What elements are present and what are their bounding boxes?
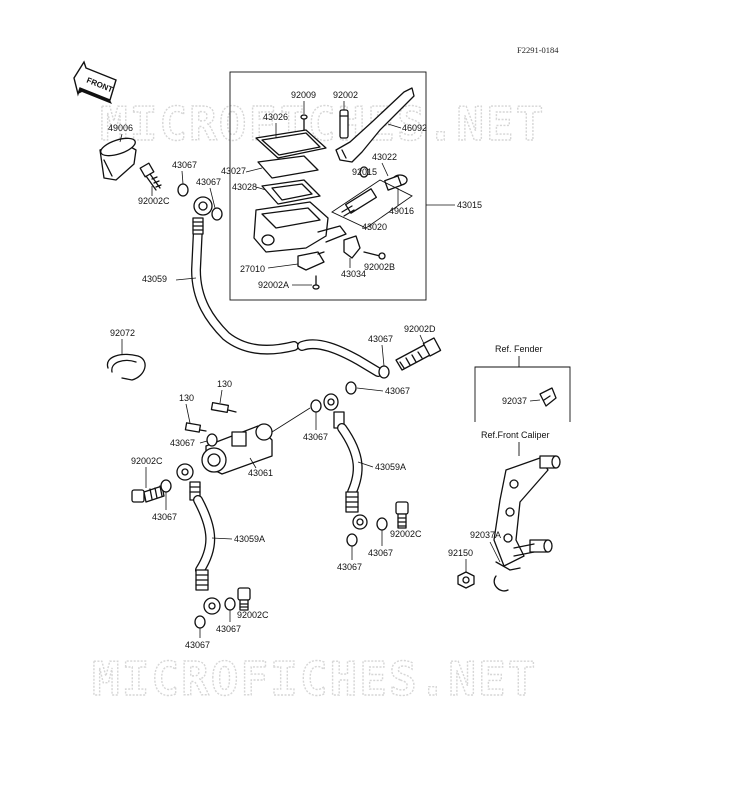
label-92002: 92002 <box>333 90 358 100</box>
label-43067-d: 43067 <box>385 386 410 396</box>
label-43067-e: 43067 <box>170 438 195 448</box>
nut-92015 <box>359 166 369 178</box>
label-92150: 92150 <box>448 548 473 558</box>
label-43067-b: 43067 <box>196 177 221 187</box>
diagram-code: F2291-0184 <box>517 45 559 55</box>
label-43067-f: 43067 <box>303 432 328 442</box>
label-92015: 92015 <box>352 167 377 177</box>
label-43067-h: 43067 <box>368 548 393 558</box>
banjo-bolt-92002c-bottom <box>237 587 251 611</box>
label-43028: 43028 <box>232 182 257 192</box>
screw-92009 <box>300 114 308 131</box>
label-43034: 43034 <box>341 269 366 279</box>
label-43061: 43061 <box>248 468 273 478</box>
label-92002a: 92002A <box>258 280 289 290</box>
label-92002c-a: 92002C <box>138 196 170 206</box>
label-49006: 49006 <box>108 123 133 133</box>
label-92002b: 92002B <box>364 262 395 272</box>
label-43067-g: 43067 <box>152 512 177 522</box>
watermark-top: MICROFICHES.NET <box>100 97 545 151</box>
label-43026: 43026 <box>263 112 288 122</box>
washer-43067-f <box>310 399 322 413</box>
washer-43067-mid <box>211 207 223 221</box>
brake-hose-43059a-right <box>323 393 368 530</box>
screw-92002a <box>312 275 320 290</box>
secondary-master-cylinder-43061 <box>201 423 273 475</box>
label-43022: 43022 <box>372 152 397 162</box>
label-43059: 43059 <box>142 274 167 284</box>
label-43067-j: 43067 <box>216 624 241 634</box>
banjo-bolt-92002d <box>395 337 442 371</box>
inset-caliper-title: Ref.Front Caliper <box>481 430 550 440</box>
label-130-a: 130 <box>217 379 232 389</box>
label-43015: 43015 <box>457 200 482 210</box>
washer-43067-top <box>177 183 189 197</box>
washer-43067-j <box>224 597 236 611</box>
banjo-bolt-92002c-right <box>395 501 409 529</box>
label-92072: 92072 <box>110 328 135 338</box>
label-92009: 92009 <box>291 90 316 100</box>
washer-43067-d <box>345 381 357 395</box>
label-43067-a: 43067 <box>172 160 197 170</box>
watermark-bottom: MICROFICHES.NET <box>92 652 537 706</box>
banjo-bolt-92002c-top <box>139 162 162 191</box>
front-arrow-icon: FRONT <box>73 60 117 104</box>
brake-hose-43059 <box>191 196 383 377</box>
washer-43067-c <box>378 365 390 379</box>
label-43027: 43027 <box>221 166 246 176</box>
caliper-bracket <box>493 455 561 567</box>
inset-fender-title: Ref. Fender <box>495 344 543 354</box>
label-92037: 92037 <box>502 396 527 406</box>
brake-switch-27010 <box>297 251 325 271</box>
diaphragm-43028 <box>261 179 321 205</box>
bleeder-130-lower <box>184 422 207 433</box>
hose-clamp-92072 <box>106 353 146 381</box>
clamp-43034 <box>343 235 361 259</box>
pivot-bolt-92002 <box>339 109 349 139</box>
label-49016: 49016 <box>389 206 414 216</box>
nut-92150 <box>457 571 475 589</box>
label-92002c-d: 92002C <box>237 610 269 620</box>
label-43059a-a: 43059A <box>375 462 406 472</box>
label-43067-c: 43067 <box>368 334 393 344</box>
label-92037a: 92037A <box>470 530 501 540</box>
boot-49006-part <box>99 137 137 181</box>
washer-43067-g <box>160 479 172 493</box>
washer-43067-h <box>376 517 388 531</box>
piston-kit-43020 <box>331 179 413 229</box>
label-92002c-c: 92002C <box>390 529 422 539</box>
plate-43027 <box>257 155 319 179</box>
washer-43067-k <box>194 615 206 629</box>
clip-92037a <box>493 561 521 592</box>
label-92002d: 92002D <box>404 324 436 334</box>
brake-lever-46092 <box>335 87 415 163</box>
label-92002c-b: 92002C <box>131 456 163 466</box>
banjo-bolt-92002c-left <box>131 485 165 503</box>
clip-92037 <box>539 387 557 407</box>
bolt-92002b <box>363 251 386 260</box>
reservoir-cap-43026 <box>255 129 327 159</box>
washer-43067-i <box>346 533 358 547</box>
label-43067-i: 43067 <box>337 562 362 572</box>
label-27010: 27010 <box>240 264 265 274</box>
assembly-box-43015 <box>229 71 427 301</box>
label-46092: 46092 <box>402 123 427 133</box>
inset-fender: Ref. Fender 92037 <box>474 344 571 422</box>
brake-hose-43059a-left <box>176 463 221 615</box>
label-43067-k: 43067 <box>185 640 210 650</box>
washer-43067-e <box>206 433 218 447</box>
label-43020: 43020 <box>362 222 387 232</box>
master-cylinder-body <box>253 201 347 253</box>
bleeder-130-upper <box>210 402 237 413</box>
label-43059a-b: 43059A <box>234 534 265 544</box>
label-130-b: 130 <box>179 393 194 403</box>
